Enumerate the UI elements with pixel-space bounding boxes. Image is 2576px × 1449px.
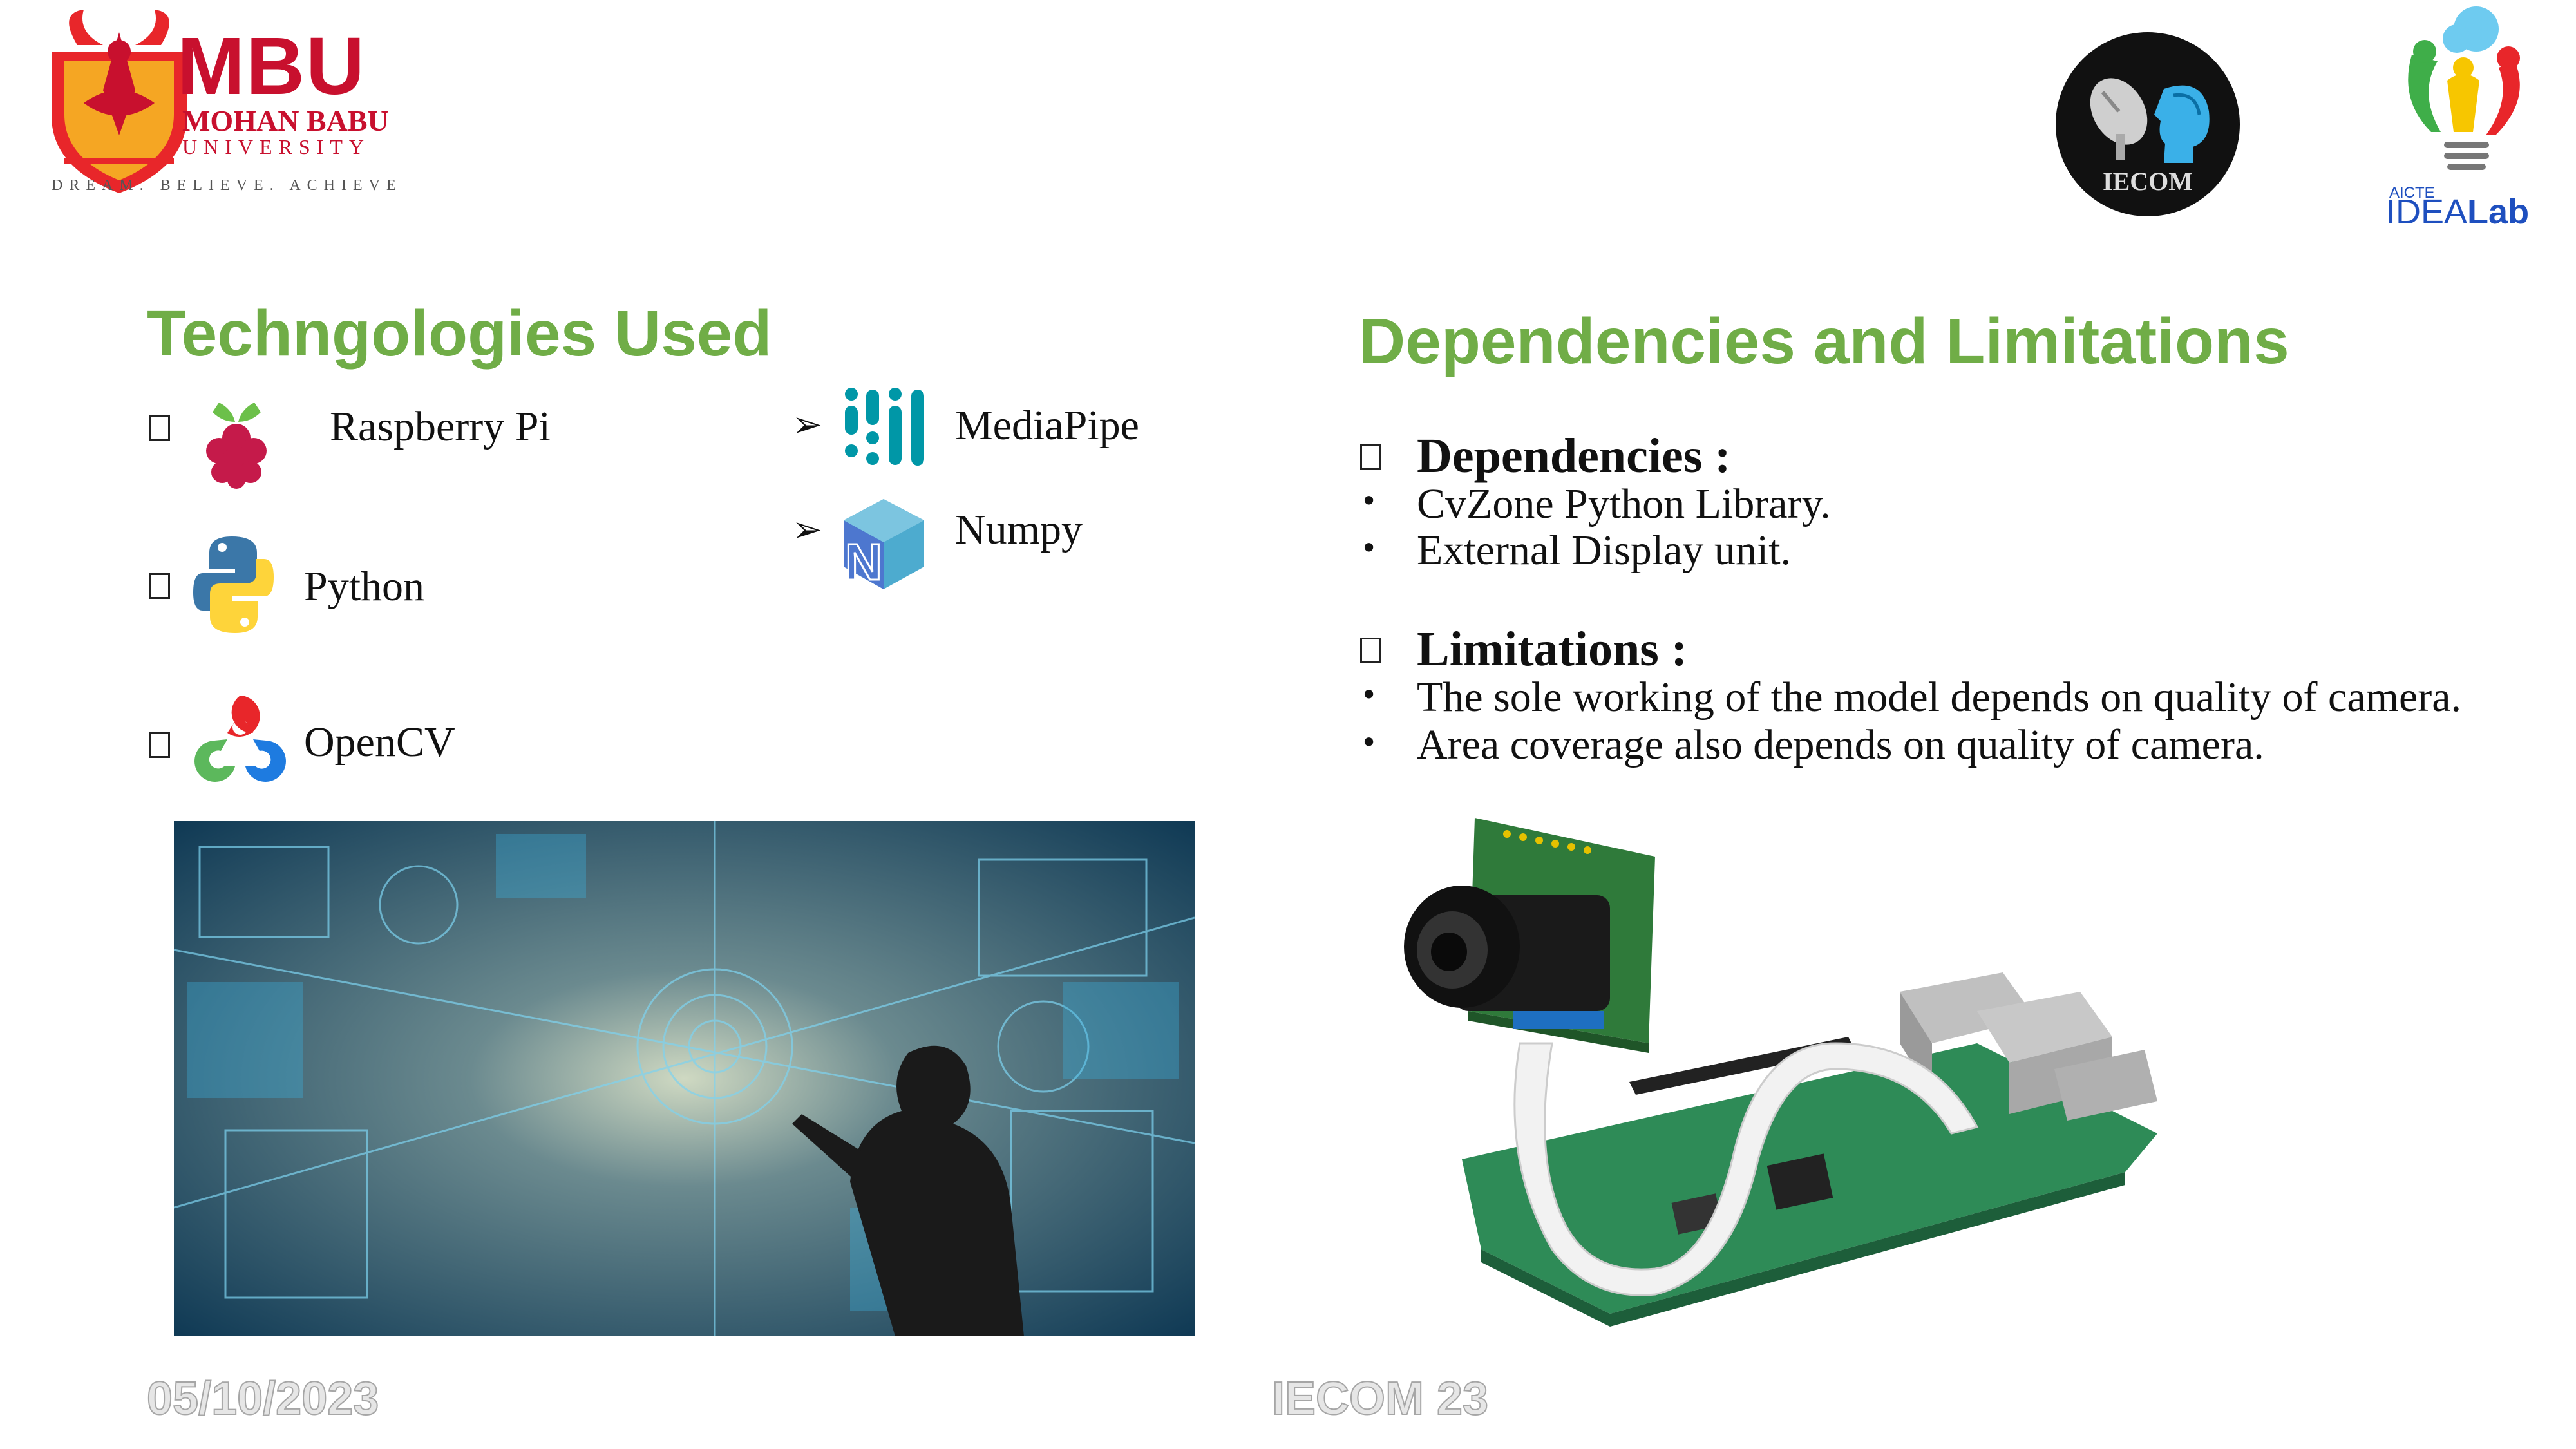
mediapipe-icon xyxy=(845,388,924,466)
checkbox-bullet xyxy=(1360,444,1381,470)
checkbox-bullet xyxy=(149,415,170,441)
bullet-dot: • xyxy=(1360,531,1378,565)
idea-lab-label: IDEALab xyxy=(2386,194,2529,229)
tech-item-python: Python xyxy=(304,563,425,610)
limitation-item: Area coverage also depends on quality of… xyxy=(1417,721,2264,768)
mbu-full-name: MOHAN BABU xyxy=(182,104,389,137)
tech-item-opencv: OpenCV xyxy=(304,719,455,766)
camera-module-image xyxy=(1404,818,2157,1327)
dependency-item: External Display unit. xyxy=(1417,527,1792,574)
numpy-icon: N xyxy=(844,499,924,592)
technologies-heading: Techngologies Used xyxy=(147,298,772,370)
idea-text: IDEA xyxy=(2386,193,2468,231)
bullet-dot: • xyxy=(1360,677,1378,712)
bullet-dot: • xyxy=(1360,484,1378,518)
futuristic-tech-image xyxy=(174,821,1195,1336)
mbu-tagline: DREAM. BELIEVE. ACHIEVE xyxy=(52,177,402,194)
bullet-dot: • xyxy=(1360,725,1378,760)
arrow-bullet: ➢ xyxy=(792,404,822,446)
mbu-crest-logo xyxy=(52,10,187,193)
checkbox-bullet xyxy=(149,573,170,599)
limitation-item: The sole working of the model depends on… xyxy=(1417,674,2462,721)
tech-item-raspberry-pi: Raspberry Pi xyxy=(330,403,551,450)
iecom-logo xyxy=(2056,32,2240,216)
mbu-university-label: UNIVERSITY xyxy=(182,135,370,158)
lab-text: Lab xyxy=(2467,193,2530,231)
mbu-name: MBU xyxy=(177,21,366,111)
tech-item-mediapipe: MediaPipe xyxy=(955,402,1139,449)
footer-date: 05/10/2023 xyxy=(146,1373,379,1425)
checkbox-bullet xyxy=(149,732,170,758)
aicte-label: AICTE xyxy=(2389,184,2435,202)
aicte-idea-lab-logo xyxy=(2408,6,2520,170)
limitations-title: Limitations : xyxy=(1417,622,1688,676)
dependency-item: CvZone Python Library. xyxy=(1417,480,1831,527)
tech-item-numpy: Numpy xyxy=(955,506,1083,553)
python-icon xyxy=(193,536,274,633)
dependencies-title: Dependencies : xyxy=(1417,429,1731,483)
checkbox-bullet xyxy=(1360,638,1381,663)
arrow-bullet: ➢ xyxy=(792,509,822,551)
dependencies-heading: Dependencies and Limitations xyxy=(1359,305,2289,377)
footer-conference: IECOM 23 xyxy=(1271,1373,1489,1425)
svg-text:N: N xyxy=(845,533,882,591)
raspberry-pi-icon xyxy=(206,402,267,489)
opencv-icon xyxy=(194,696,286,782)
iecom-label: IECOM xyxy=(2103,167,2193,196)
